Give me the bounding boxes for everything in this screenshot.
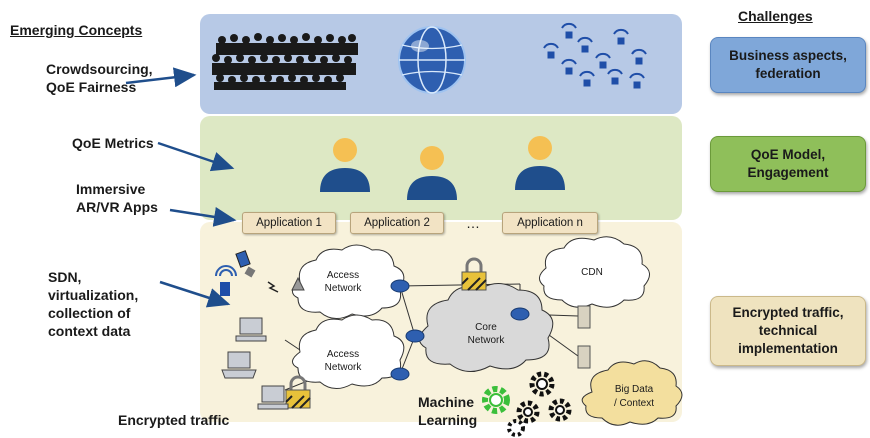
learning-line: Learning	[418, 412, 478, 428]
globe-icon	[398, 26, 466, 94]
core-network-label-line1: Core	[475, 322, 497, 333]
big-data-label-line2: / Context	[614, 398, 654, 409]
iot-devices-icon	[543, 22, 647, 89]
emerging-concepts-header: Emerging Concepts	[10, 22, 143, 38]
application-1-box: Application 1	[242, 212, 336, 234]
application-2-box: Application 2	[350, 212, 444, 234]
challenge-encrypted-line3: implementation	[738, 341, 838, 356]
arrow-qoe-metrics	[157, 141, 235, 172]
challenge-qoe-model: QoE Model, Engagement	[710, 136, 866, 192]
encrypted-traffic-label: Encrypted traffic	[118, 412, 230, 428]
arrow-sdn	[159, 280, 231, 308]
machine-learning-label: Machine Learning	[418, 393, 477, 429]
qoe-metrics-label: QoE Metrics	[72, 135, 154, 151]
challenge-encrypted: Encrypted traffic, technical implementat…	[710, 296, 866, 366]
immersive-line2: AR/VR Apps	[76, 199, 158, 215]
pointer-arrows	[125, 67, 237, 308]
challenge-business: Business aspects, federation	[710, 37, 866, 93]
challenge-qoe-line2: Engagement	[747, 165, 829, 180]
arrow-immersive	[169, 207, 237, 227]
lock-icon-encrypted	[285, 375, 311, 409]
sdn-line2: virtualization,	[48, 287, 139, 303]
cdn-cloud	[539, 236, 650, 308]
sdn-line4: context data	[48, 323, 131, 339]
user-icon-2	[407, 146, 457, 200]
application-n-box: Application n	[502, 212, 598, 234]
mobile-devices-icon	[215, 250, 305, 296]
immersive-label: Immersive AR/VR Apps	[76, 180, 158, 216]
challenge-business-line2: federation	[755, 66, 821, 81]
big-data-label-line1: Big Data	[615, 384, 654, 395]
arrow-crowdsourcing	[125, 67, 197, 88]
cdn-label: CDN	[581, 267, 603, 278]
challenge-encrypted-line1: Encrypted traffic,	[732, 305, 844, 320]
qoe-layer	[200, 116, 682, 220]
access-network-1-label-line1: Access	[327, 270, 359, 281]
router-icons	[390, 279, 530, 381]
crowdsourcing-line1: Crowdsourcing,	[46, 61, 153, 77]
sdn-label: SDN, virtualization, collection of conte…	[48, 268, 138, 340]
user-icon-1	[320, 138, 370, 192]
crowd-icon	[210, 24, 360, 90]
access-network-2-label-line1: Access	[327, 349, 359, 360]
machine-line: Machine	[418, 394, 475, 410]
challenges-header: Challenges	[738, 8, 813, 24]
challenge-qoe-line1: QoE Model,	[750, 147, 826, 162]
access-network-1-label-line2: Network	[325, 283, 363, 294]
application-ellipsis: …	[466, 215, 480, 231]
lock-icon	[461, 257, 487, 291]
sdn-line3: collection of	[48, 305, 131, 321]
access-network-2-label-line2: Network	[325, 362, 363, 373]
challenge-encrypted-line2: technical	[758, 323, 818, 338]
crowdsourcing-line2: QoE Fairness	[46, 79, 137, 95]
computer-icons	[221, 317, 289, 410]
access-network-cloud-1	[292, 244, 405, 319]
immersive-line1: Immersive	[76, 181, 146, 197]
core-network-label-line2: Network	[468, 335, 506, 346]
gears-icon	[482, 371, 572, 437]
sdn-line1: SDN,	[48, 269, 82, 285]
server-icons	[577, 305, 591, 369]
crowdsourcing-label: Crowdsourcing, QoE Fairness	[46, 60, 153, 96]
big-data-cloud	[581, 360, 683, 426]
challenge-business-line1: Business aspects,	[729, 48, 847, 63]
user-icon-3	[515, 136, 565, 190]
access-network-cloud-2	[292, 314, 405, 389]
